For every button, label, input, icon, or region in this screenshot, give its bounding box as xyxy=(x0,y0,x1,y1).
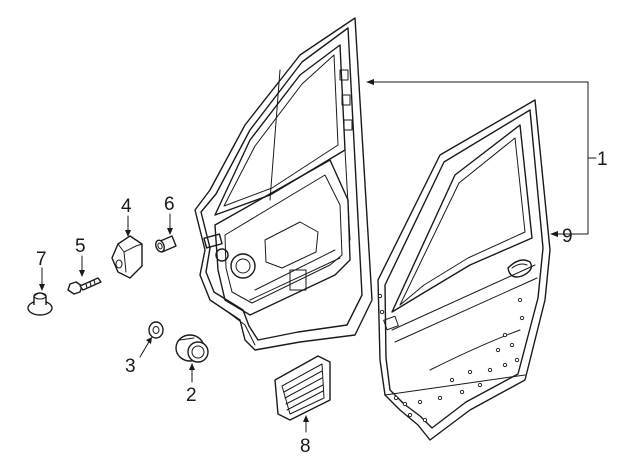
callout-9: 9 xyxy=(562,226,573,247)
part-4-bumper xyxy=(111,235,143,279)
callout-labels: 1 2 3 4 5 6 7 8 9 xyxy=(36,149,608,457)
callout-5: 5 xyxy=(75,236,86,257)
callout-4: 4 xyxy=(121,196,132,217)
part-6-grommet xyxy=(155,235,177,253)
callout-1: 1 xyxy=(597,149,608,170)
part-2-plug xyxy=(175,334,209,363)
callout-6: 6 xyxy=(164,194,175,215)
callout-3: 3 xyxy=(125,356,136,377)
part-8-vent-grille xyxy=(274,355,331,421)
callout-7: 7 xyxy=(36,249,47,270)
door-inner-frame xyxy=(194,17,373,351)
part-5-pin xyxy=(67,277,102,295)
part-3-washer xyxy=(148,321,164,339)
callout-8: 8 xyxy=(300,436,311,457)
callout-2: 2 xyxy=(186,385,197,406)
part-7-cap xyxy=(27,292,53,316)
leader-lines xyxy=(39,79,597,433)
door-outer-panel xyxy=(377,99,551,441)
